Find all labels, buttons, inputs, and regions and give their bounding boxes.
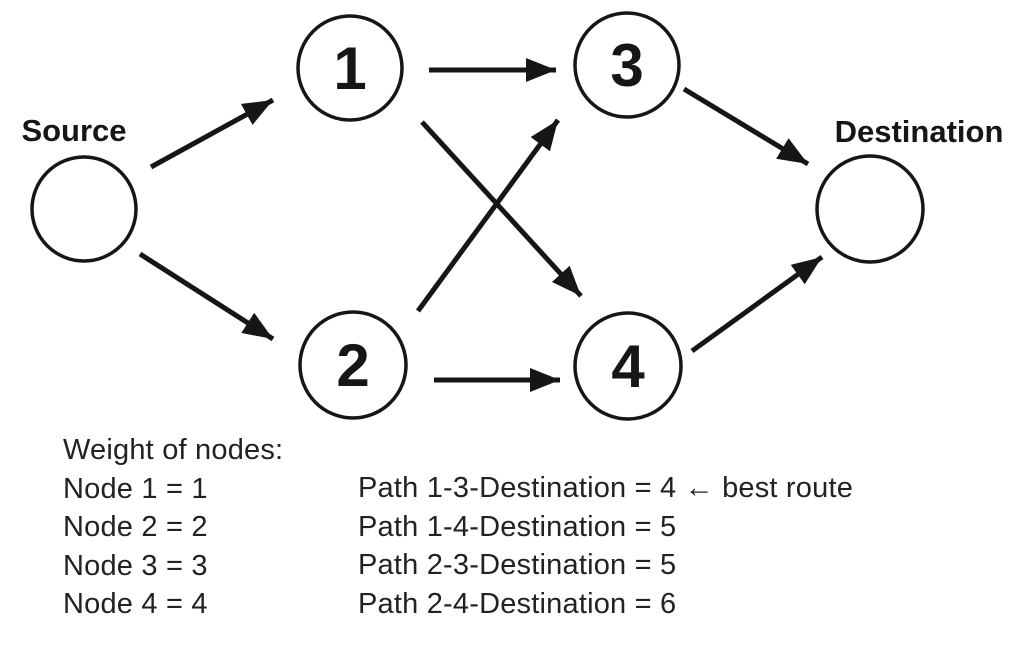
path-2-4-destination: Path 2-4-Destination = 6 (358, 587, 677, 620)
weight-node-3: Node 3 = 3 (63, 549, 208, 582)
node-circle-node-3 (573, 11, 681, 119)
node-circle-node-1 (296, 14, 404, 122)
node-number-node-3: 3 (610, 32, 643, 99)
edge-node-3-to-destination (682, 86, 810, 167)
edge-node-1-to-node-4 (420, 120, 583, 298)
node-number-node-4: 4 (611, 333, 645, 400)
node-circle-destination (815, 154, 925, 264)
node-circle-source (30, 155, 138, 263)
node-circle-node-2 (298, 310, 408, 420)
edge-node-2-to-node-3 (415, 118, 561, 313)
paths-column: Path 1-3-Destination = 4 ← best route Pa… (358, 469, 853, 623)
weight-node-2: Node 2 = 2 (63, 511, 208, 543)
node-number-node-1: 1 (333, 35, 366, 102)
legend-title: Weight of nodes: (63, 434, 284, 466)
path-1-3-destination: Path 1-3-Destination = 4 ← best route (358, 472, 854, 504)
path-1-4-destination: Path 1-4-Destination = 5 (358, 510, 677, 543)
edges-layer (138, 58, 824, 392)
nodes-layer: Source 1 2 3 4 Destination (21, 11, 1004, 421)
path-2-3-destination: Path 2-3-Destination = 5 (358, 549, 677, 581)
edge-source-to-node-1 (149, 97, 275, 170)
node-circle-node-4 (573, 311, 683, 421)
caption-source: Source (21, 113, 126, 148)
weights-column: Weight of nodes: Node 1 = 1 Node 2 = 2 N… (63, 431, 283, 624)
weight-node-1: Node 1 = 1 (63, 472, 208, 505)
edge-node-4-to-destination (690, 254, 824, 354)
node-number-node-2: 2 (336, 332, 369, 399)
edge-source-to-node-2 (138, 251, 275, 342)
weight-node-4: Node 4 = 4 (63, 588, 208, 620)
caption-destination: Destination (835, 114, 1004, 149)
